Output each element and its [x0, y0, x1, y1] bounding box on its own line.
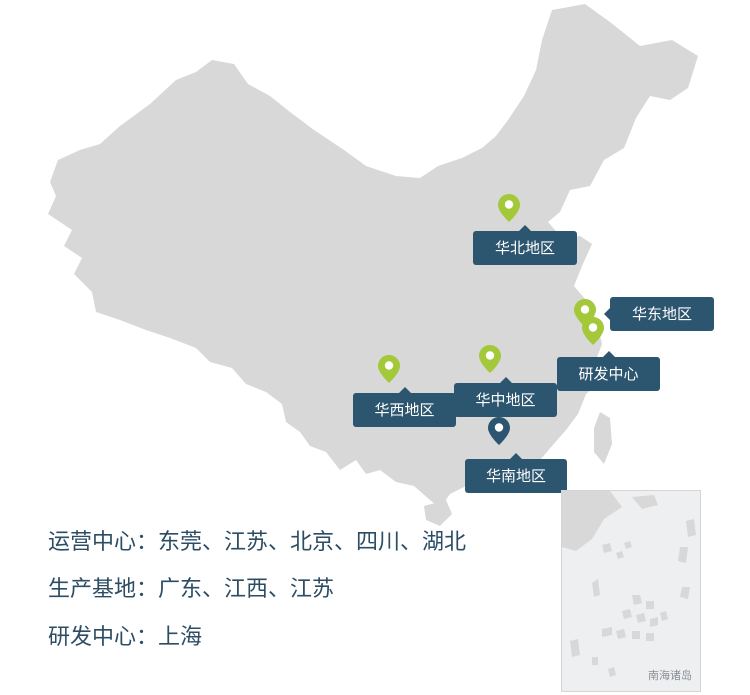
- tag-east[interactable]: 华东地区: [604, 297, 714, 331]
- tag-rd[interactable]: 研发中心: [557, 351, 660, 391]
- production-bases-text: 生产基地：广东、江西、江苏: [48, 577, 335, 602]
- hainan-island-shape: [424, 500, 452, 526]
- taiwan-island-shape: [594, 412, 612, 464]
- tag-central[interactable]: 华中地区: [454, 377, 557, 417]
- tag-north[interactable]: 华北地区: [473, 225, 577, 265]
- tag-west[interactable]: 华西地区: [353, 387, 456, 427]
- operations-centers-text: 运营中心：东莞、江苏、北京、四川、湖北: [48, 530, 467, 555]
- south-china-sea-inset: 南海诸岛: [561, 490, 701, 692]
- pin-central-icon[interactable]: [478, 344, 502, 374]
- rd-center-text: 研发中心：上海: [48, 625, 203, 650]
- china-mainland-shape: [48, 4, 698, 508]
- inset-islands: [562, 491, 696, 677]
- pin-west-icon[interactable]: [377, 354, 401, 384]
- tag-south[interactable]: 华南地区: [465, 453, 567, 493]
- pin-rd-icon[interactable]: [581, 316, 605, 346]
- pin-north-icon[interactable]: [497, 193, 521, 223]
- inset-label: 南海诸岛: [648, 669, 692, 682]
- pin-south-icon[interactable]: [487, 416, 511, 446]
